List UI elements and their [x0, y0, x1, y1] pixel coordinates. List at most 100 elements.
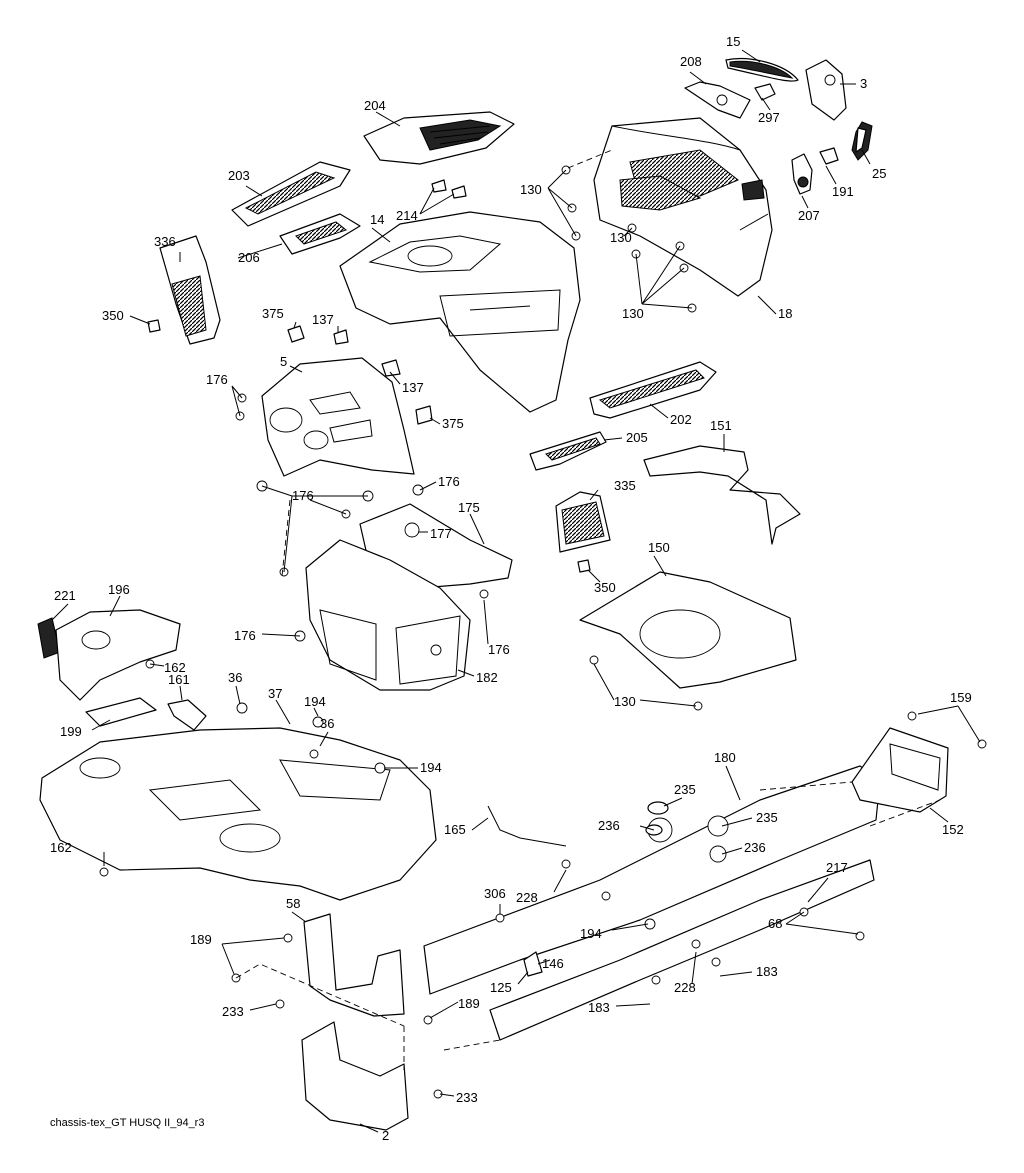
label-part-18: 18: [778, 306, 792, 321]
label-part-137-a: 137: [312, 312, 334, 327]
label-part-189-a: 189: [190, 932, 212, 947]
part-350-screw-a: [147, 319, 161, 333]
label-part-36-a: 36: [228, 670, 242, 685]
assembly-lines: [235, 149, 941, 1070]
part-214-clips: [431, 179, 467, 199]
diagram-caption: chassis-tex_GT HUSQ II_94_r3: [50, 1117, 204, 1129]
label-part-336: 336: [154, 234, 176, 249]
label-part-233-b: 233: [456, 1090, 478, 1105]
part-5-dashboard: [261, 357, 415, 477]
label-part-183-b: 183: [588, 1000, 610, 1015]
label-part-228-b: 228: [674, 980, 696, 995]
part-207-socket: [791, 153, 813, 195]
label-part-217: 217: [826, 860, 848, 875]
label-part-236-b: 236: [744, 840, 766, 855]
part-350-screw-b: [577, 559, 591, 573]
label-part-161: 161: [168, 672, 190, 687]
label-part-175: 175: [458, 500, 480, 515]
label-part-137-b: 137: [402, 380, 424, 395]
part-15-trim-strip: [725, 58, 799, 82]
part-125-clip: [523, 951, 543, 977]
part-3-side-cover: [805, 59, 847, 121]
label-part-350-a: 350: [102, 308, 124, 323]
label-part-191: 191: [832, 184, 854, 199]
part-2-bracket: [301, 1021, 409, 1131]
label-part-196: 196: [108, 582, 130, 597]
label-part-36-b: 36: [320, 716, 334, 731]
label-part-176-c: 176: [292, 488, 314, 503]
part-150-floor-pan: [579, 571, 797, 689]
label-part-130-c: 130: [622, 306, 644, 321]
label-part-183-a: 183: [756, 964, 778, 979]
part-191-bulb: [819, 147, 839, 165]
part-206-side-vent: [279, 213, 361, 255]
label-part-130-d: 130: [614, 694, 636, 709]
label-part-221: 221: [54, 588, 76, 603]
label-part-146: 146: [542, 956, 564, 971]
label-part-204: 204: [364, 98, 386, 113]
label-part-58: 58: [286, 896, 300, 911]
part-202-front-grille: [589, 361, 717, 419]
label-part-152: 152: [942, 822, 964, 837]
part-labels: 15 208 3 297 204 25 191 207 130 130 130 …: [50, 34, 972, 1143]
part-196-console: [55, 609, 181, 701]
leader-lines: [51, 49, 981, 1133]
label-part-125: 125: [490, 980, 512, 995]
part-137-clip-b: [381, 359, 401, 377]
label-part-194-c: 194: [580, 926, 602, 941]
label-part-177: 177: [430, 526, 452, 541]
label-part-203: 203: [228, 168, 250, 183]
label-part-235-b: 235: [756, 810, 778, 825]
label-part-25: 25: [872, 166, 886, 181]
label-part-194-a: 194: [304, 694, 326, 709]
label-part-207: 207: [798, 208, 820, 223]
label-part-189-b: 189: [458, 996, 480, 1011]
label-part-306: 306: [484, 886, 506, 901]
part-204-hood-top: [363, 111, 515, 165]
part-161-trim: [167, 699, 207, 731]
part-180-main-frame: [423, 765, 881, 1041]
part-18-front-nose: [593, 117, 773, 297]
label-part-236-a: 236: [598, 818, 620, 833]
label-part-202: 202: [670, 412, 692, 427]
label-part-5: 5: [280, 354, 287, 369]
label-part-14: 14: [370, 212, 384, 227]
label-part-165: 165: [444, 822, 466, 837]
part-235-bushing-a: [647, 801, 669, 815]
label-part-151: 151: [710, 418, 732, 433]
label-part-375-a: 375: [262, 306, 284, 321]
label-part-176-d: 176: [234, 628, 256, 643]
part-37-fender-deck: [39, 727, 437, 901]
label-part-180: 180: [714, 750, 736, 765]
part-297-clip: [754, 83, 776, 101]
part-58-bracket: [303, 913, 405, 1017]
label-part-350-b: 350: [594, 580, 616, 595]
part-205-trim: [529, 431, 607, 471]
label-part-176-e: 176: [488, 642, 510, 657]
label-part-297: 297: [758, 110, 780, 125]
part-152-rear-bracket: [851, 727, 949, 813]
label-part-206: 206: [238, 250, 260, 265]
part-335-side-panel: [555, 491, 611, 553]
label-part-130-b: 130: [610, 230, 632, 245]
label-part-3: 3: [860, 76, 867, 91]
label-part-159: 159: [950, 690, 972, 705]
part-165-rod: [487, 805, 567, 847]
label-part-233-a: 233: [222, 1004, 244, 1019]
part-177-grommet: [404, 522, 420, 538]
part-208-bracket: [684, 81, 751, 119]
label-part-235-a: 235: [674, 782, 696, 797]
label-part-37: 37: [268, 686, 282, 701]
label-part-162-b: 162: [50, 840, 72, 855]
label-part-205: 205: [626, 430, 648, 445]
label-part-176-a: 176: [206, 372, 228, 387]
part-182-body: [305, 539, 471, 691]
part-375-pad-a: [287, 325, 305, 343]
part-25-lens: [851, 121, 873, 161]
label-part-130-a: 130: [520, 182, 542, 197]
label-part-15: 15: [726, 34, 740, 49]
label-part-335: 335: [614, 478, 636, 493]
label-part-194-b: 194: [420, 760, 442, 775]
label-part-176-b: 176: [438, 474, 460, 489]
